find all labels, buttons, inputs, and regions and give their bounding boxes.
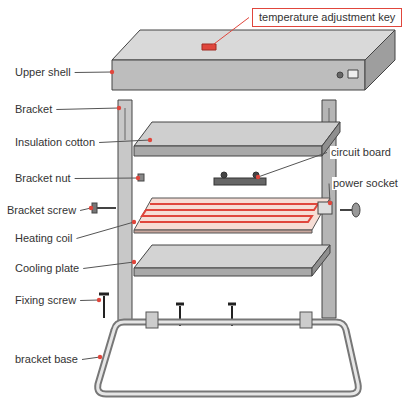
part-label: Bracket — [14, 103, 53, 116]
leader-dot — [328, 201, 332, 205]
leader-dot — [148, 138, 152, 142]
insulation-plate — [134, 122, 340, 156]
leader-line — [82, 357, 100, 360]
leader-dot — [117, 106, 121, 110]
leader-dot — [110, 70, 114, 74]
part-label: bracket base — [14, 353, 79, 366]
upper-shell — [112, 30, 395, 90]
leader-line — [75, 72, 112, 74]
leader-dot — [256, 175, 260, 179]
leader-line — [83, 262, 134, 269]
power-socket — [318, 202, 360, 217]
part-label: Bracket nut — [14, 172, 72, 185]
leader-dot — [132, 260, 136, 264]
bracket-screw — [92, 203, 116, 213]
circuit-board — [214, 172, 266, 185]
leader-dot — [98, 355, 102, 359]
part-label: Cooling plate — [14, 262, 80, 275]
leader-line — [75, 178, 138, 180]
callout-box: temperature adjustment key — [252, 8, 402, 27]
part-label: Bracket screw — [6, 204, 77, 217]
bracket-base — [98, 312, 359, 394]
part-label: Fixing screw — [14, 294, 77, 307]
part-label: power socket — [332, 177, 399, 190]
leader-dot — [132, 220, 136, 224]
leader-dot — [89, 206, 93, 210]
leader-dot — [208, 45, 212, 49]
part-label: Upper shell — [14, 66, 72, 79]
leader-line — [99, 140, 150, 143]
part-label: Heating coil — [14, 232, 73, 245]
cooling-plate — [134, 245, 330, 276]
leader-dot — [136, 176, 140, 180]
part-label: Insulation cotton — [14, 136, 96, 149]
leader-line — [258, 153, 327, 178]
leader-line — [329, 184, 330, 204]
leader-line — [76, 222, 134, 239]
leader-dot — [97, 298, 101, 302]
leader-line — [80, 300, 99, 302]
leader-line — [56, 108, 119, 110]
leader-line — [210, 18, 249, 48]
heating-coil — [134, 198, 330, 233]
part-label: circuit board — [330, 146, 392, 159]
